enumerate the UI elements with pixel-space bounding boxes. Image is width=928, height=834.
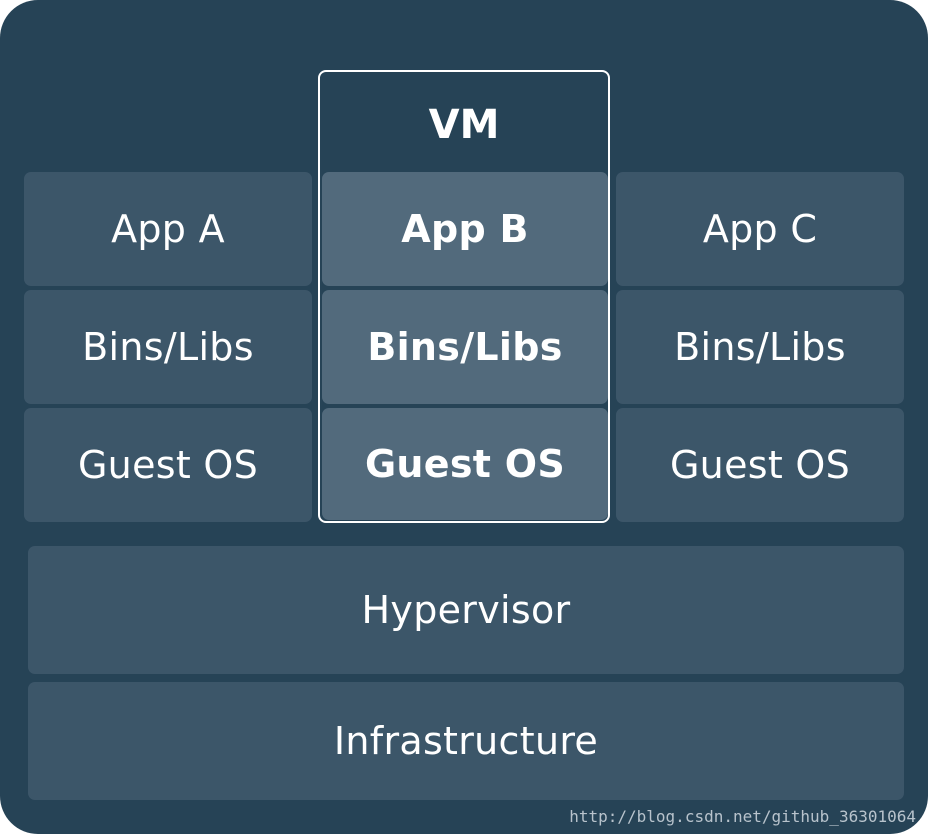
guest-os-b-block: Guest OS: [322, 408, 608, 520]
app-c-block: App C: [616, 172, 904, 286]
guest-os-a-label: Guest OS: [77, 443, 259, 487]
watermark: http://blog.csdn.net/github_36301064: [569, 807, 916, 826]
bins-libs-b-label: Bins/Libs: [367, 325, 563, 369]
infrastructure-block: Infrastructure: [28, 682, 904, 800]
guest-os-a-block: Guest OS: [24, 408, 312, 522]
guest-os-c-label: Guest OS: [669, 443, 851, 487]
bins-libs-a-label: Bins/Libs: [82, 325, 254, 369]
app-b-label: App B: [401, 207, 529, 251]
infrastructure-label: Infrastructure: [333, 719, 599, 763]
app-a-block: App A: [24, 172, 312, 286]
guest-os-b-label: Guest OS: [364, 442, 566, 486]
bins-libs-b-block: Bins/Libs: [322, 290, 608, 404]
vm-title: VM: [428, 102, 500, 148]
hypervisor-label: Hypervisor: [361, 588, 571, 632]
bins-libs-a-block: Bins/Libs: [24, 290, 312, 404]
bins-libs-c-block: Bins/Libs: [616, 290, 904, 404]
vm-outline: [318, 70, 610, 523]
guest-os-c-block: Guest OS: [616, 408, 904, 522]
bins-libs-c-label: Bins/Libs: [674, 325, 846, 369]
app-b-block: App B: [322, 172, 608, 286]
app-a-label: App A: [111, 207, 225, 251]
app-c-label: App C: [702, 207, 818, 251]
hypervisor-block: Hypervisor: [28, 546, 904, 674]
